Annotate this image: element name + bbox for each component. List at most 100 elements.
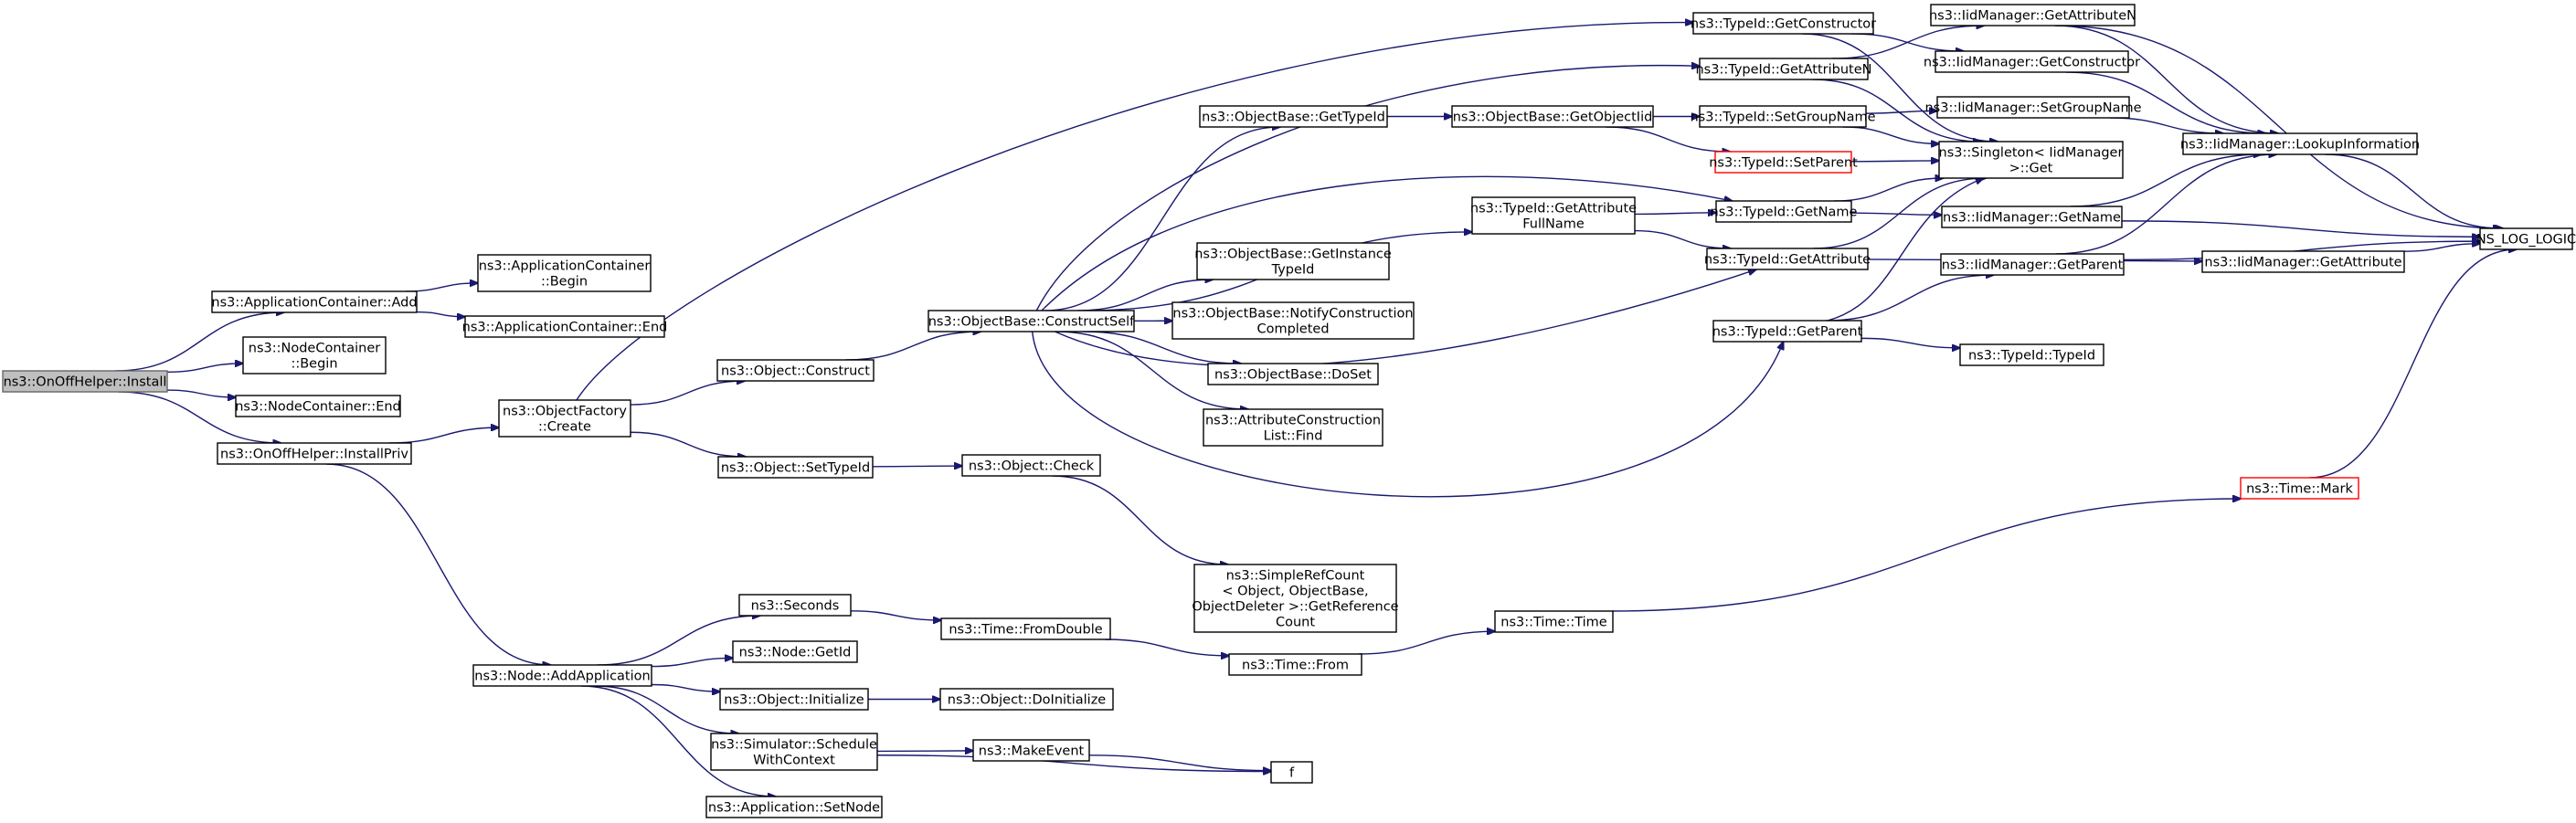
edge-ofCreate-to-objConstruct	[630, 381, 745, 406]
node-label: ns3::Time::FromDouble	[949, 623, 1102, 638]
node-fnF[interactable]: f	[1270, 761, 1313, 784]
edge-addApp-to-schedule	[594, 685, 738, 733]
edge-tidGetParent-to-iidGetParent	[1826, 275, 1994, 322]
node-box	[719, 688, 869, 711]
node-fromDouble[interactable]: ns3::Time::FromDouble	[940, 617, 1111, 640]
edge-line	[2325, 153, 2501, 228]
node-nodeEnd[interactable]: ns3::NodeContainer::End	[235, 395, 401, 417]
node-singleton[interactable]: ns3::Singleton< IidManager>::Get	[1938, 141, 2124, 179]
node-tidGetAttr[interactable]: ns3::TypeId::GetAttribute	[1704, 248, 1871, 270]
edge-iidGetName-to-lookup	[2070, 154, 2262, 207]
node-appEnd[interactable]: ns3::ApplicationContainer::End	[462, 315, 668, 338]
edge-line	[1850, 213, 1942, 215]
node-box	[940, 617, 1111, 640]
node-nodeBegin[interactable]: ns3::NodeContainer::Begin	[242, 336, 387, 375]
node-iidGetName[interactable]: ns3::IidManager::GetName	[1941, 206, 2123, 228]
edge-line	[1827, 178, 1984, 322]
edge-line	[2055, 154, 2277, 255]
node-iidGetAttr[interactable]: ns3::IidManager::GetAttribute	[2201, 250, 2405, 273]
node-addApp[interactable]: ns3::Node::AddApplication	[472, 664, 652, 687]
node-makeEvent[interactable]: ns3::MakeEvent	[972, 739, 1090, 762]
node-timeTime[interactable]: ns3::Time::Time	[1494, 610, 1614, 633]
node-box	[211, 290, 418, 313]
node-label: f	[1289, 766, 1295, 781]
node-tidGetCtor[interactable]: ns3::TypeId::GetConstructor	[1691, 12, 1876, 35]
edge-tidGetParent-to-tidTypeId	[1860, 337, 1960, 347]
node-setNode[interactable]: ns3::Application::SetNode	[705, 796, 883, 818]
node-iidGetCtor[interactable]: ns3::IidManager::GetConstructor	[1924, 50, 2140, 73]
node-objDoInit[interactable]: ns3::Object::DoInitialize	[939, 688, 1114, 711]
node-seconds[interactable]: ns3::Seconds	[738, 594, 852, 617]
node-tidGetName[interactable]: ns3::TypeId::GetName	[1711, 200, 1858, 223]
node-installPriv[interactable]: ns3::OnOffHelper::InstallPriv	[217, 442, 412, 465]
node-appAdd[interactable]: ns3::ApplicationContainer::Add	[211, 290, 418, 313]
edge-line	[1834, 178, 1944, 202]
node-nslog[interactable]: NS_LOG_LOGIC	[2476, 227, 2576, 250]
node-iidGetAttrN[interactable]: ns3::IidManager::GetAttributeN	[1929, 4, 2136, 26]
node-label: ObjectDeleter >::GetReference	[1192, 600, 1398, 615]
node-lookup[interactable]: ns3::IidManager::LookupInformation	[2180, 132, 2420, 155]
node-box	[1935, 50, 2129, 73]
node-label: ns3::TypeId::GetConstructor	[1691, 17, 1876, 32]
node-box	[928, 310, 1135, 332]
edge-addApp-to-getId	[651, 658, 733, 668]
edge-line	[1076, 280, 1214, 311]
node-timeMark[interactable]: ns3::Time::Mark	[2240, 477, 2359, 500]
edge-construct-to-tidGetAttr	[1055, 269, 1756, 367]
node-tidGetAttrN[interactable]: ns3::TypeId::GetAttributeN	[1695, 58, 1872, 80]
edge-tidAttrFull-to-tidGetAttr	[1634, 229, 1731, 248]
node-install[interactable]: ns3::OnOffHelper::Install	[2, 370, 168, 393]
edge-line	[2109, 117, 2223, 133]
edge-line	[1612, 499, 2241, 612]
node-objCheck[interactable]: ns3::Object::Check	[961, 454, 1101, 477]
edge-iidGetAttrN-to-lookup	[2054, 25, 2278, 133]
edge-schedule-to-makeEvent	[876, 751, 973, 752]
node-timeFrom[interactable]: ns3::Time::From	[1228, 653, 1362, 676]
edge-line	[1041, 175, 1733, 311]
node-box	[972, 739, 1090, 762]
edge-line	[2054, 25, 2278, 133]
node-getId[interactable]: ns3::Node::GetId	[732, 640, 858, 663]
node-notify[interactable]: ns3::ObjectBase::NotifyConstructionCompl…	[1171, 301, 1415, 340]
edge-timeTime-to-timeMark	[1612, 499, 2241, 612]
node-label: ns3::Time::From	[1242, 659, 1349, 673]
node-label: ns3::Time::Mark	[2246, 482, 2353, 497]
node-box	[217, 442, 412, 465]
node-objSetTypeId[interactable]: ns3::Object::SetTypeId	[717, 456, 874, 479]
edge-line	[2070, 154, 2262, 207]
node-iidGetParent[interactable]: ns3::IidManager::GetParent	[1940, 253, 2125, 276]
node-box	[464, 315, 665, 338]
node-tidGetParent[interactable]: ns3::TypeId::GetParent	[1712, 320, 1863, 343]
node-construct[interactable]: ns3::ObjectBase::ConstructSelf	[928, 310, 1135, 332]
node-tidTypeId[interactable]: ns3::TypeId::TypeId	[1959, 343, 2104, 366]
node-objInit[interactable]: ns3::Object::Initialize	[719, 688, 869, 711]
node-getTypeId[interactable]: ns3::ObjectBase::GetTypeId	[1199, 105, 1388, 128]
edge-appAdd-to-appEnd	[416, 311, 465, 317]
edge-iidGetCtor-to-lookup	[2065, 71, 2265, 133]
node-label: ::Create	[538, 420, 591, 435]
edge-makeEvent-to-fnF	[1088, 754, 1271, 771]
node-box	[472, 664, 652, 687]
node-getObjectIid[interactable]: ns3::ObjectBase::GetObjectIid	[1451, 105, 1654, 128]
node-box	[732, 640, 858, 663]
node-tidSetGroup[interactable]: ns3::TypeId::SetGroupName	[1690, 105, 1876, 128]
node-doSet[interactable]: ns3::ObjectBase::DoSet	[1207, 363, 1379, 385]
node-label: List::Find	[1264, 429, 1323, 444]
node-label: FullName	[1522, 217, 1585, 232]
node-ofCreate[interactable]: ns3::ObjectFactory::Create	[498, 399, 631, 438]
node-label: ns3::MakeEvent	[979, 744, 1085, 759]
node-objConstruct[interactable]: ns3::Object::Construct	[716, 359, 875, 382]
node-label: ns3::IidManager::GetAttribute	[2204, 256, 2401, 270]
edge-line	[1813, 178, 1986, 249]
node-tidSetParent[interactable]: ns3::TypeId::SetParent	[1709, 151, 1858, 174]
node-srcGet[interactable]: ns3::SimpleRefCount< Object, ObjectBase,…	[1192, 564, 1399, 633]
node-iidSetGroup[interactable]: ns3::IidManager::SetGroupName	[1924, 96, 2142, 119]
node-label: ns3::Time::Time	[1500, 616, 1607, 630]
edge-line	[416, 311, 465, 317]
edge-iidGetAttr-to-nslog	[2403, 244, 2480, 252]
node-appBegin[interactable]: ns3::ApplicationContainer::Begin	[477, 254, 652, 292]
